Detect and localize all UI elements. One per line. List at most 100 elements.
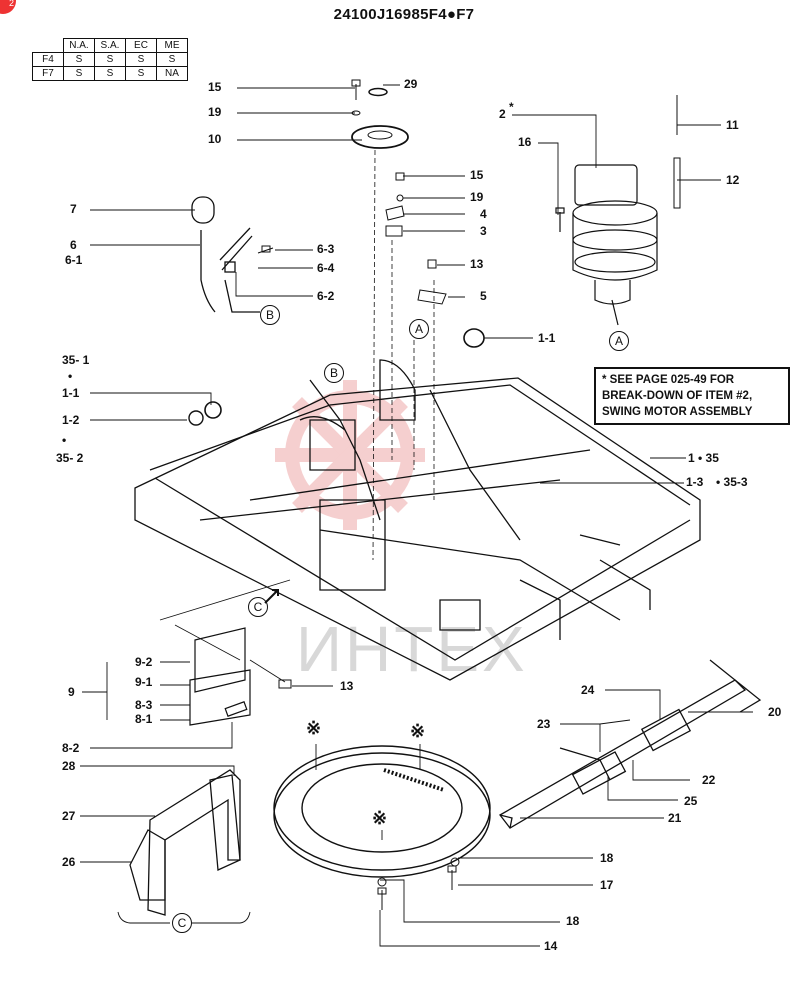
callout-6-1: 6-1 xyxy=(65,253,83,267)
bolt-icon xyxy=(351,79,361,100)
callout-22: 22 xyxy=(702,773,716,787)
callout-35-1: 35- 1 xyxy=(62,353,90,367)
leader-lines xyxy=(315,744,593,947)
callout-6-2: 6-2 xyxy=(317,289,335,303)
callout-26: 26 xyxy=(62,855,76,869)
upper-frame-icon xyxy=(134,359,701,681)
callout-28: 28 xyxy=(62,759,76,773)
cover-plate-icon xyxy=(189,627,251,726)
callout-1-35: 1 • 35 xyxy=(688,451,719,465)
callout-21: 21 xyxy=(668,811,682,825)
bolt-icon xyxy=(427,259,437,269)
bolt-icon xyxy=(257,245,274,254)
callout-18b: 18 xyxy=(566,914,580,928)
o-ring-icon xyxy=(368,87,388,97)
circled-ref-b: B xyxy=(260,305,280,325)
callout-15: 15 xyxy=(208,80,222,94)
callout-11: 11 xyxy=(726,118,739,132)
plate-icon xyxy=(417,289,447,305)
leader-lines xyxy=(80,765,251,924)
callout-29: 29 xyxy=(404,77,418,91)
callout-19: 19 xyxy=(208,105,222,119)
callout-9: 9 xyxy=(68,685,75,699)
callout-20: 20 xyxy=(768,705,782,719)
seal-ring-icon xyxy=(351,125,409,149)
callout-23: 23 xyxy=(537,717,551,731)
swing-bearing-icon xyxy=(273,745,491,878)
ring-mark-2: ※ xyxy=(410,721,426,741)
bolt-icon xyxy=(395,172,405,181)
callout-25: 25 xyxy=(684,794,698,808)
callout-13c: 13 xyxy=(340,679,354,693)
bolt-icon xyxy=(377,887,387,910)
leader-lines xyxy=(520,689,753,819)
callout-8-2: 8-2 xyxy=(62,741,80,755)
callout-5: 5 xyxy=(480,289,487,303)
callout-13: 13 xyxy=(470,257,484,271)
bolt-icon xyxy=(278,679,292,689)
circled-ref-b: B xyxy=(324,363,344,383)
ring-mark-1: ※ xyxy=(306,718,322,738)
callout-10: 10 xyxy=(208,132,222,146)
callout-17: 17 xyxy=(600,878,614,892)
leader-lines xyxy=(82,659,333,749)
callout-1-1: 1-1 xyxy=(538,331,556,345)
circled-ref-a: A xyxy=(409,319,429,339)
bolt-icon xyxy=(447,865,457,890)
bushing-icon xyxy=(188,410,204,426)
table-row: F7 S S S NA xyxy=(32,66,188,81)
callout-1-2: 1-2 xyxy=(62,413,80,427)
bullet-dot: • xyxy=(68,369,73,383)
watermark-text: ИНТЕХ xyxy=(296,613,528,685)
callout-1-1b: 1-1 xyxy=(62,386,80,400)
callout-6-4: 6-4 xyxy=(317,261,335,275)
callout-35-3: • 35-3 xyxy=(716,475,748,489)
note-line: BREAK-DOWN OF ITEM #2, xyxy=(602,390,753,402)
callout-18: 18 xyxy=(600,851,614,865)
callout-12: 12 xyxy=(726,173,740,187)
swing-motor-icon xyxy=(555,164,658,326)
callout-9-1: 9-1 xyxy=(135,675,153,689)
counterweight-beam-icon xyxy=(499,659,762,829)
row-model: F7 xyxy=(32,66,64,81)
callout-24: 24 xyxy=(581,683,595,697)
applicability-table: N.A. S.A. EC ME F4 S S S S F7 S S S NA xyxy=(32,38,188,81)
callout-19b: 19 xyxy=(470,190,484,204)
support-stand-icon xyxy=(129,769,241,916)
reference-note-box: * SEE PAGE 025-49 FOR BREAK-DOWN OF ITEM… xyxy=(594,367,790,425)
table-cell: S xyxy=(125,66,157,81)
bracket-icon xyxy=(385,225,403,237)
callout-9-2: 9-2 xyxy=(135,655,153,669)
leader-lines xyxy=(90,84,721,484)
lever-arm-icon xyxy=(191,196,260,313)
bushing-icon xyxy=(463,328,485,348)
callout-6: 6 xyxy=(70,238,77,252)
callout-4: 4 xyxy=(480,207,487,221)
gauge-rod-icon xyxy=(673,95,681,209)
table-cell: NA xyxy=(156,66,188,81)
callout-14: 14 xyxy=(544,939,558,953)
callout-1-3: 1-3 xyxy=(686,475,704,489)
washer-icon xyxy=(351,110,361,116)
callout-27: 27 xyxy=(62,809,76,823)
circled-ref-a: A xyxy=(609,331,629,351)
note-line: * SEE PAGE 025-49 FOR xyxy=(602,374,735,386)
callout-16: 16 xyxy=(518,135,532,149)
circled-ref-c: C xyxy=(172,913,192,933)
callout-15b: 15 xyxy=(470,168,484,182)
callout-3: 3 xyxy=(480,224,487,238)
callout-8-1: 8-1 xyxy=(135,712,153,726)
callout-8-3: 8-3 xyxy=(135,698,153,712)
washer-icon xyxy=(396,194,404,202)
bullet-dot: • xyxy=(62,433,67,447)
callout-7: 7 xyxy=(70,202,77,216)
callout-35-2: 35- 2 xyxy=(56,451,84,465)
circled-ref-c: C xyxy=(248,597,268,617)
plate-icon xyxy=(385,205,405,221)
note-line: SWING MOTOR ASSEMBLY xyxy=(602,406,753,418)
page-title: 24100J16985F4●F7 xyxy=(333,6,475,23)
callout-6-3: 6-3 xyxy=(317,242,335,256)
bushing-icon xyxy=(204,401,222,419)
direction-arrow-icon xyxy=(264,589,279,604)
